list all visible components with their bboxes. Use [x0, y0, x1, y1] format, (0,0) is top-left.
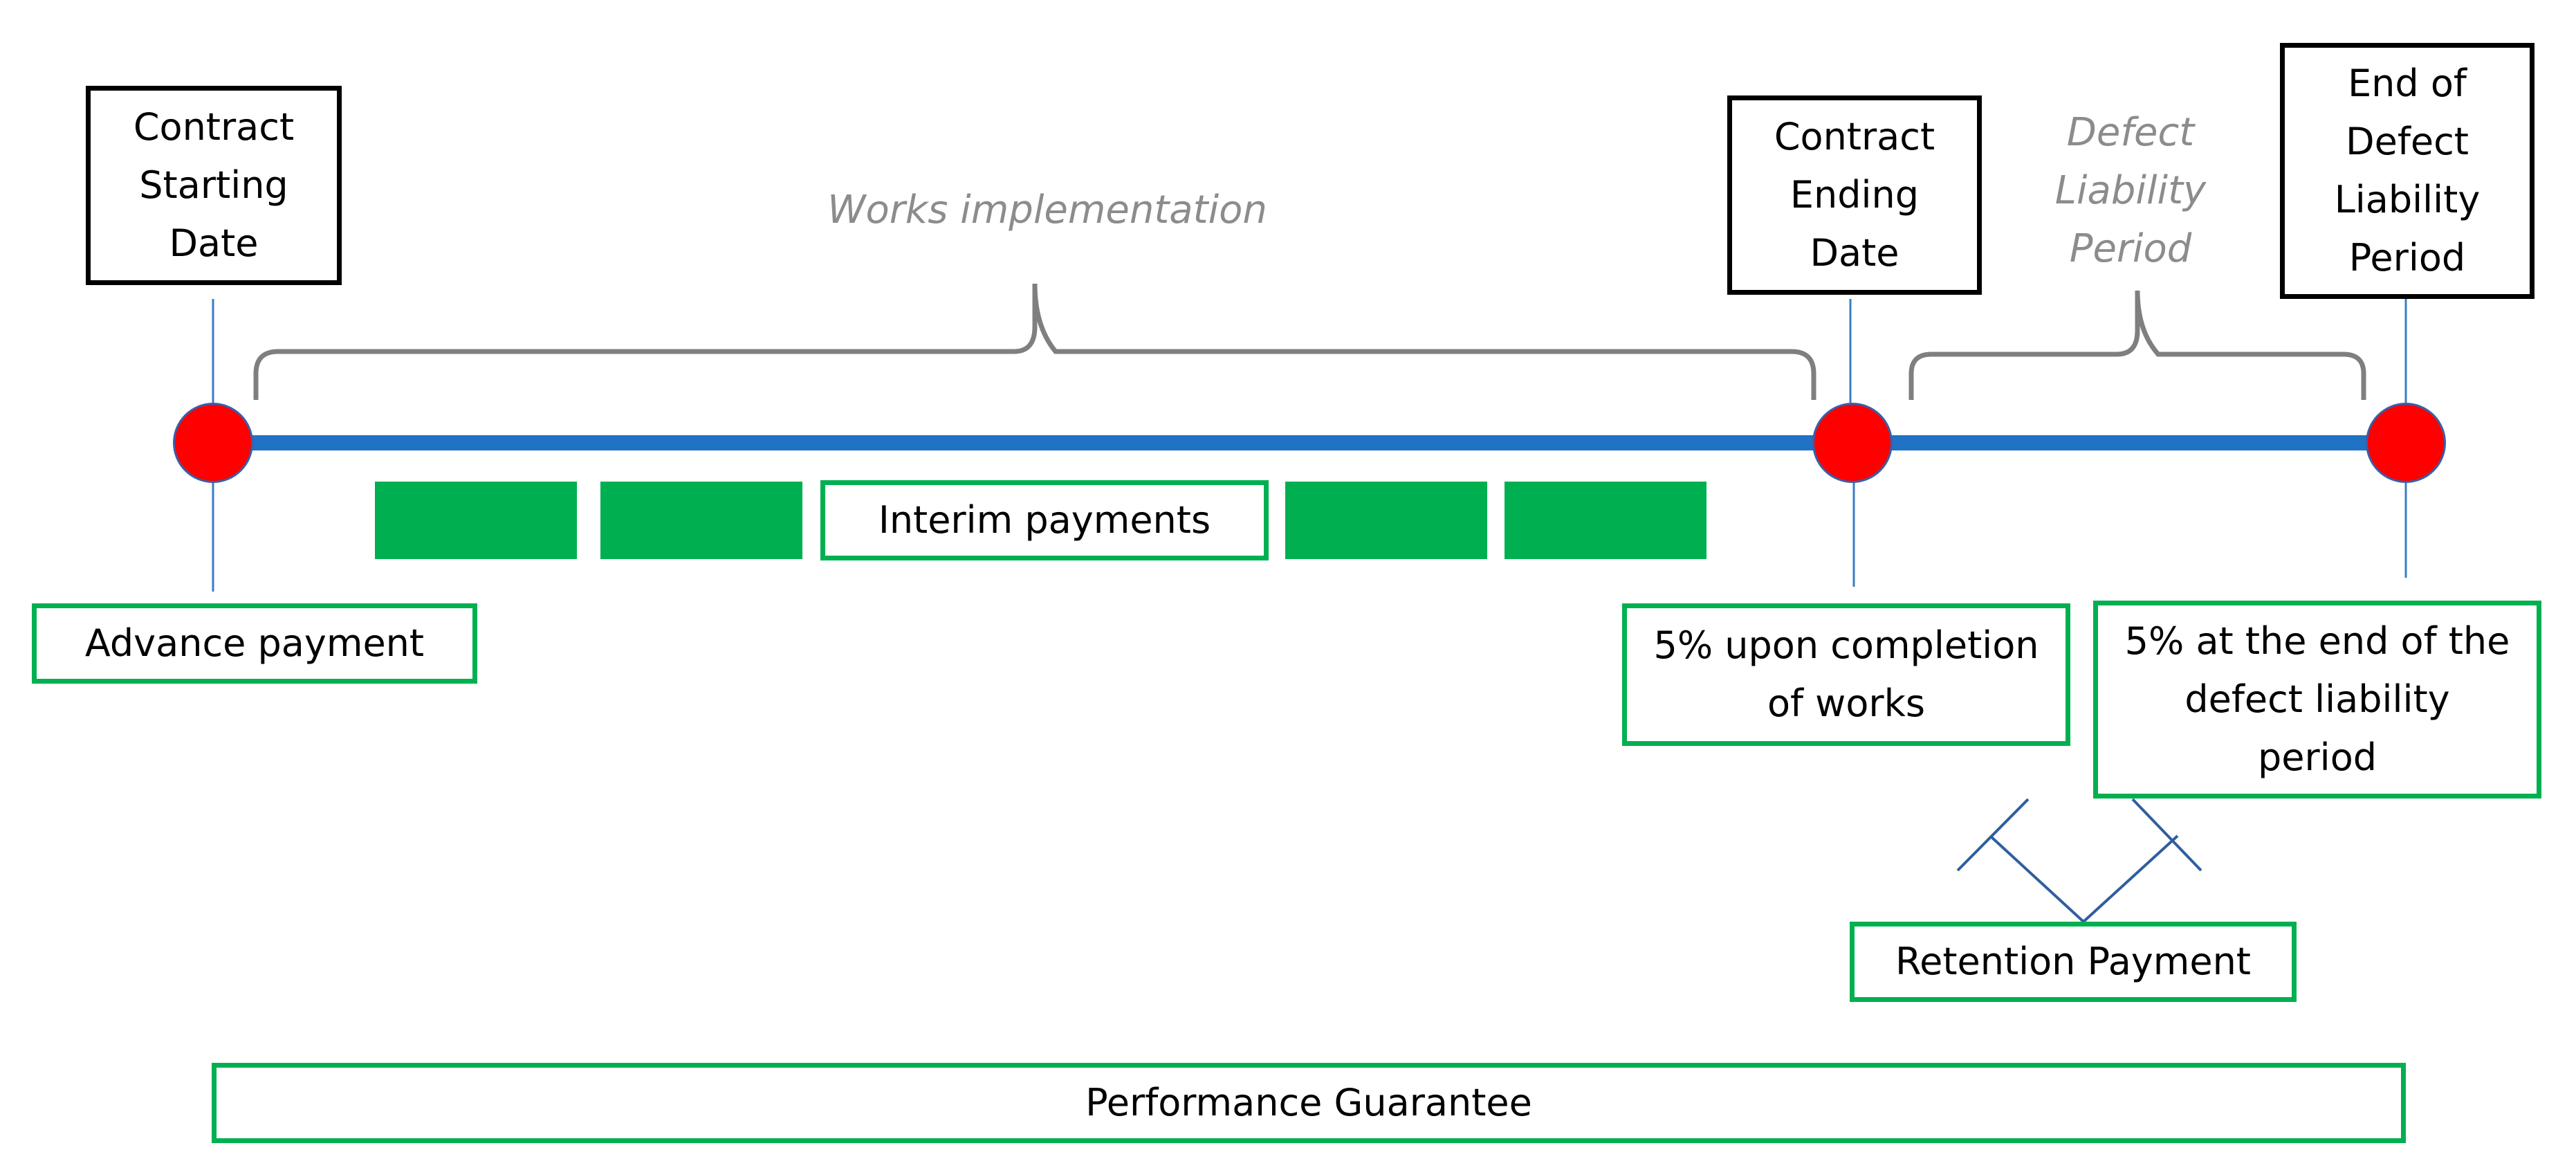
- works-implementation-brace: [253, 283, 1816, 400]
- completion-payment-box: 5% upon completion of works: [1622, 603, 2070, 746]
- contract-starting-date-box: Contract Starting Date: [86, 86, 342, 285]
- works-implementation-label: Works implementation: [827, 188, 1267, 232]
- end-of-dlp-label: End of Defect Liability Period: [2334, 62, 2481, 280]
- performance-guarantee-label: Performance Guarantee: [1085, 1081, 1532, 1124]
- contract-ending-date-box: Contract Ending Date: [1727, 95, 1982, 295]
- interim-payments-box: Interim payments: [820, 480, 1269, 560]
- retention-tick-left: [1956, 798, 2030, 872]
- retention-connector-right: [2082, 834, 2179, 923]
- dlp-end-payment-label: 5% at the end of the defect liability pe…: [2124, 619, 2510, 779]
- interim-payments-label: Interim payments: [878, 498, 1211, 542]
- retention-payment-box: Retention Payment: [1850, 922, 2297, 1002]
- contract-ending-date-label: Contract Ending Date: [1774, 115, 1935, 275]
- retention-payment-label: Retention Payment: [1895, 940, 2251, 983]
- defect-liability-brace: [1908, 290, 2366, 400]
- contract-start-marker: [173, 403, 253, 483]
- contract-starting-date-label: Contract Starting Date: [133, 105, 295, 265]
- dlp-end-marker: [2366, 403, 2446, 483]
- interim-payment-bar: [600, 482, 802, 559]
- defect-liability-period-label: Defect Liability Period: [2054, 110, 2207, 271]
- completion-payment-label: 5% upon completion of works: [1653, 623, 2039, 725]
- end-of-dlp-box: End of Defect Liability Period: [2280, 43, 2534, 299]
- retention-connector-left: [1989, 834, 2085, 923]
- dlp-end-payment-box: 5% at the end of the defect liability pe…: [2093, 601, 2541, 799]
- interim-payment-bar: [1505, 482, 1706, 559]
- retention-tick-right: [2131, 798, 2202, 872]
- interim-payment-bar: [375, 482, 577, 559]
- interim-payment-bar: [1285, 482, 1487, 559]
- performance-guarantee-box: Performance Guarantee: [212, 1063, 2406, 1143]
- contract-end-marker: [1812, 403, 1893, 483]
- advance-payment-label: Advance payment: [84, 621, 425, 665]
- advance-payment-box: Advance payment: [32, 603, 477, 684]
